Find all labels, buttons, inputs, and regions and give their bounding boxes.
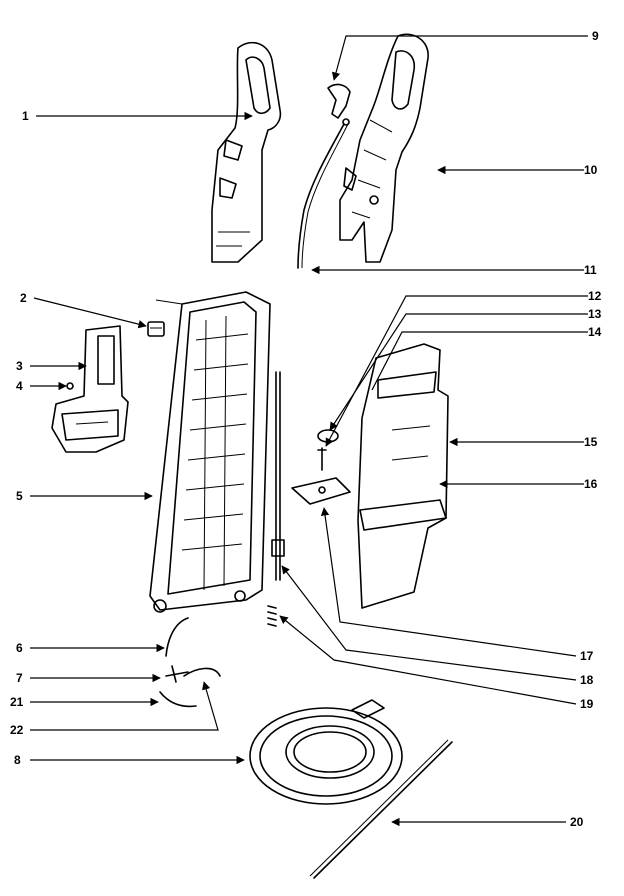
callout-15: 15 — [584, 435, 598, 449]
part-hose-clip — [165, 665, 189, 683]
callout-14: 14 — [588, 325, 602, 339]
callout-13: 13 — [588, 307, 602, 321]
part-screw — [317, 447, 327, 471]
callout-9: 9 — [592, 29, 599, 43]
callout-12: 12 — [588, 289, 602, 303]
part-clip — [327, 83, 351, 119]
callout-8: 8 — [14, 753, 21, 767]
part-rear-cover — [357, 343, 449, 609]
part-handle-shell — [339, 33, 429, 263]
callout-11: 11 — [584, 263, 597, 277]
callout-7: 7 — [16, 671, 23, 685]
part-bent-hose — [183, 667, 221, 677]
callout-2: 2 — [20, 291, 27, 305]
part-coiled-cord — [249, 699, 403, 805]
callout-5: 5 — [16, 489, 23, 503]
callout-17: 17 — [580, 649, 594, 663]
callout-19: 19 — [580, 697, 594, 711]
callout-22: 22 — [10, 723, 24, 737]
callout-3: 3 — [16, 359, 23, 373]
callout-4: 4 — [16, 379, 23, 393]
part-washer — [317, 429, 339, 443]
part-knob — [147, 321, 165, 337]
callout-6: 6 — [16, 641, 23, 655]
callout-21: 21 — [10, 695, 24, 709]
callout-1: 1 — [22, 109, 29, 123]
part-cord-bracket — [51, 325, 129, 453]
part-cord — [297, 118, 350, 269]
part-long-rod — [309, 739, 453, 879]
part-base-plate — [291, 477, 351, 505]
part-hose-link — [165, 617, 189, 657]
part-spring — [267, 605, 277, 627]
callout-18: 18 — [580, 673, 594, 687]
part-main-body — [149, 291, 271, 613]
callout-16: 16 — [584, 477, 598, 491]
part-rod-assembly — [271, 371, 285, 581]
callout-20: 20 — [570, 815, 584, 829]
part-short-hose — [159, 691, 197, 708]
callout-10: 10 — [584, 163, 598, 177]
part-handle-grip — [211, 41, 282, 263]
